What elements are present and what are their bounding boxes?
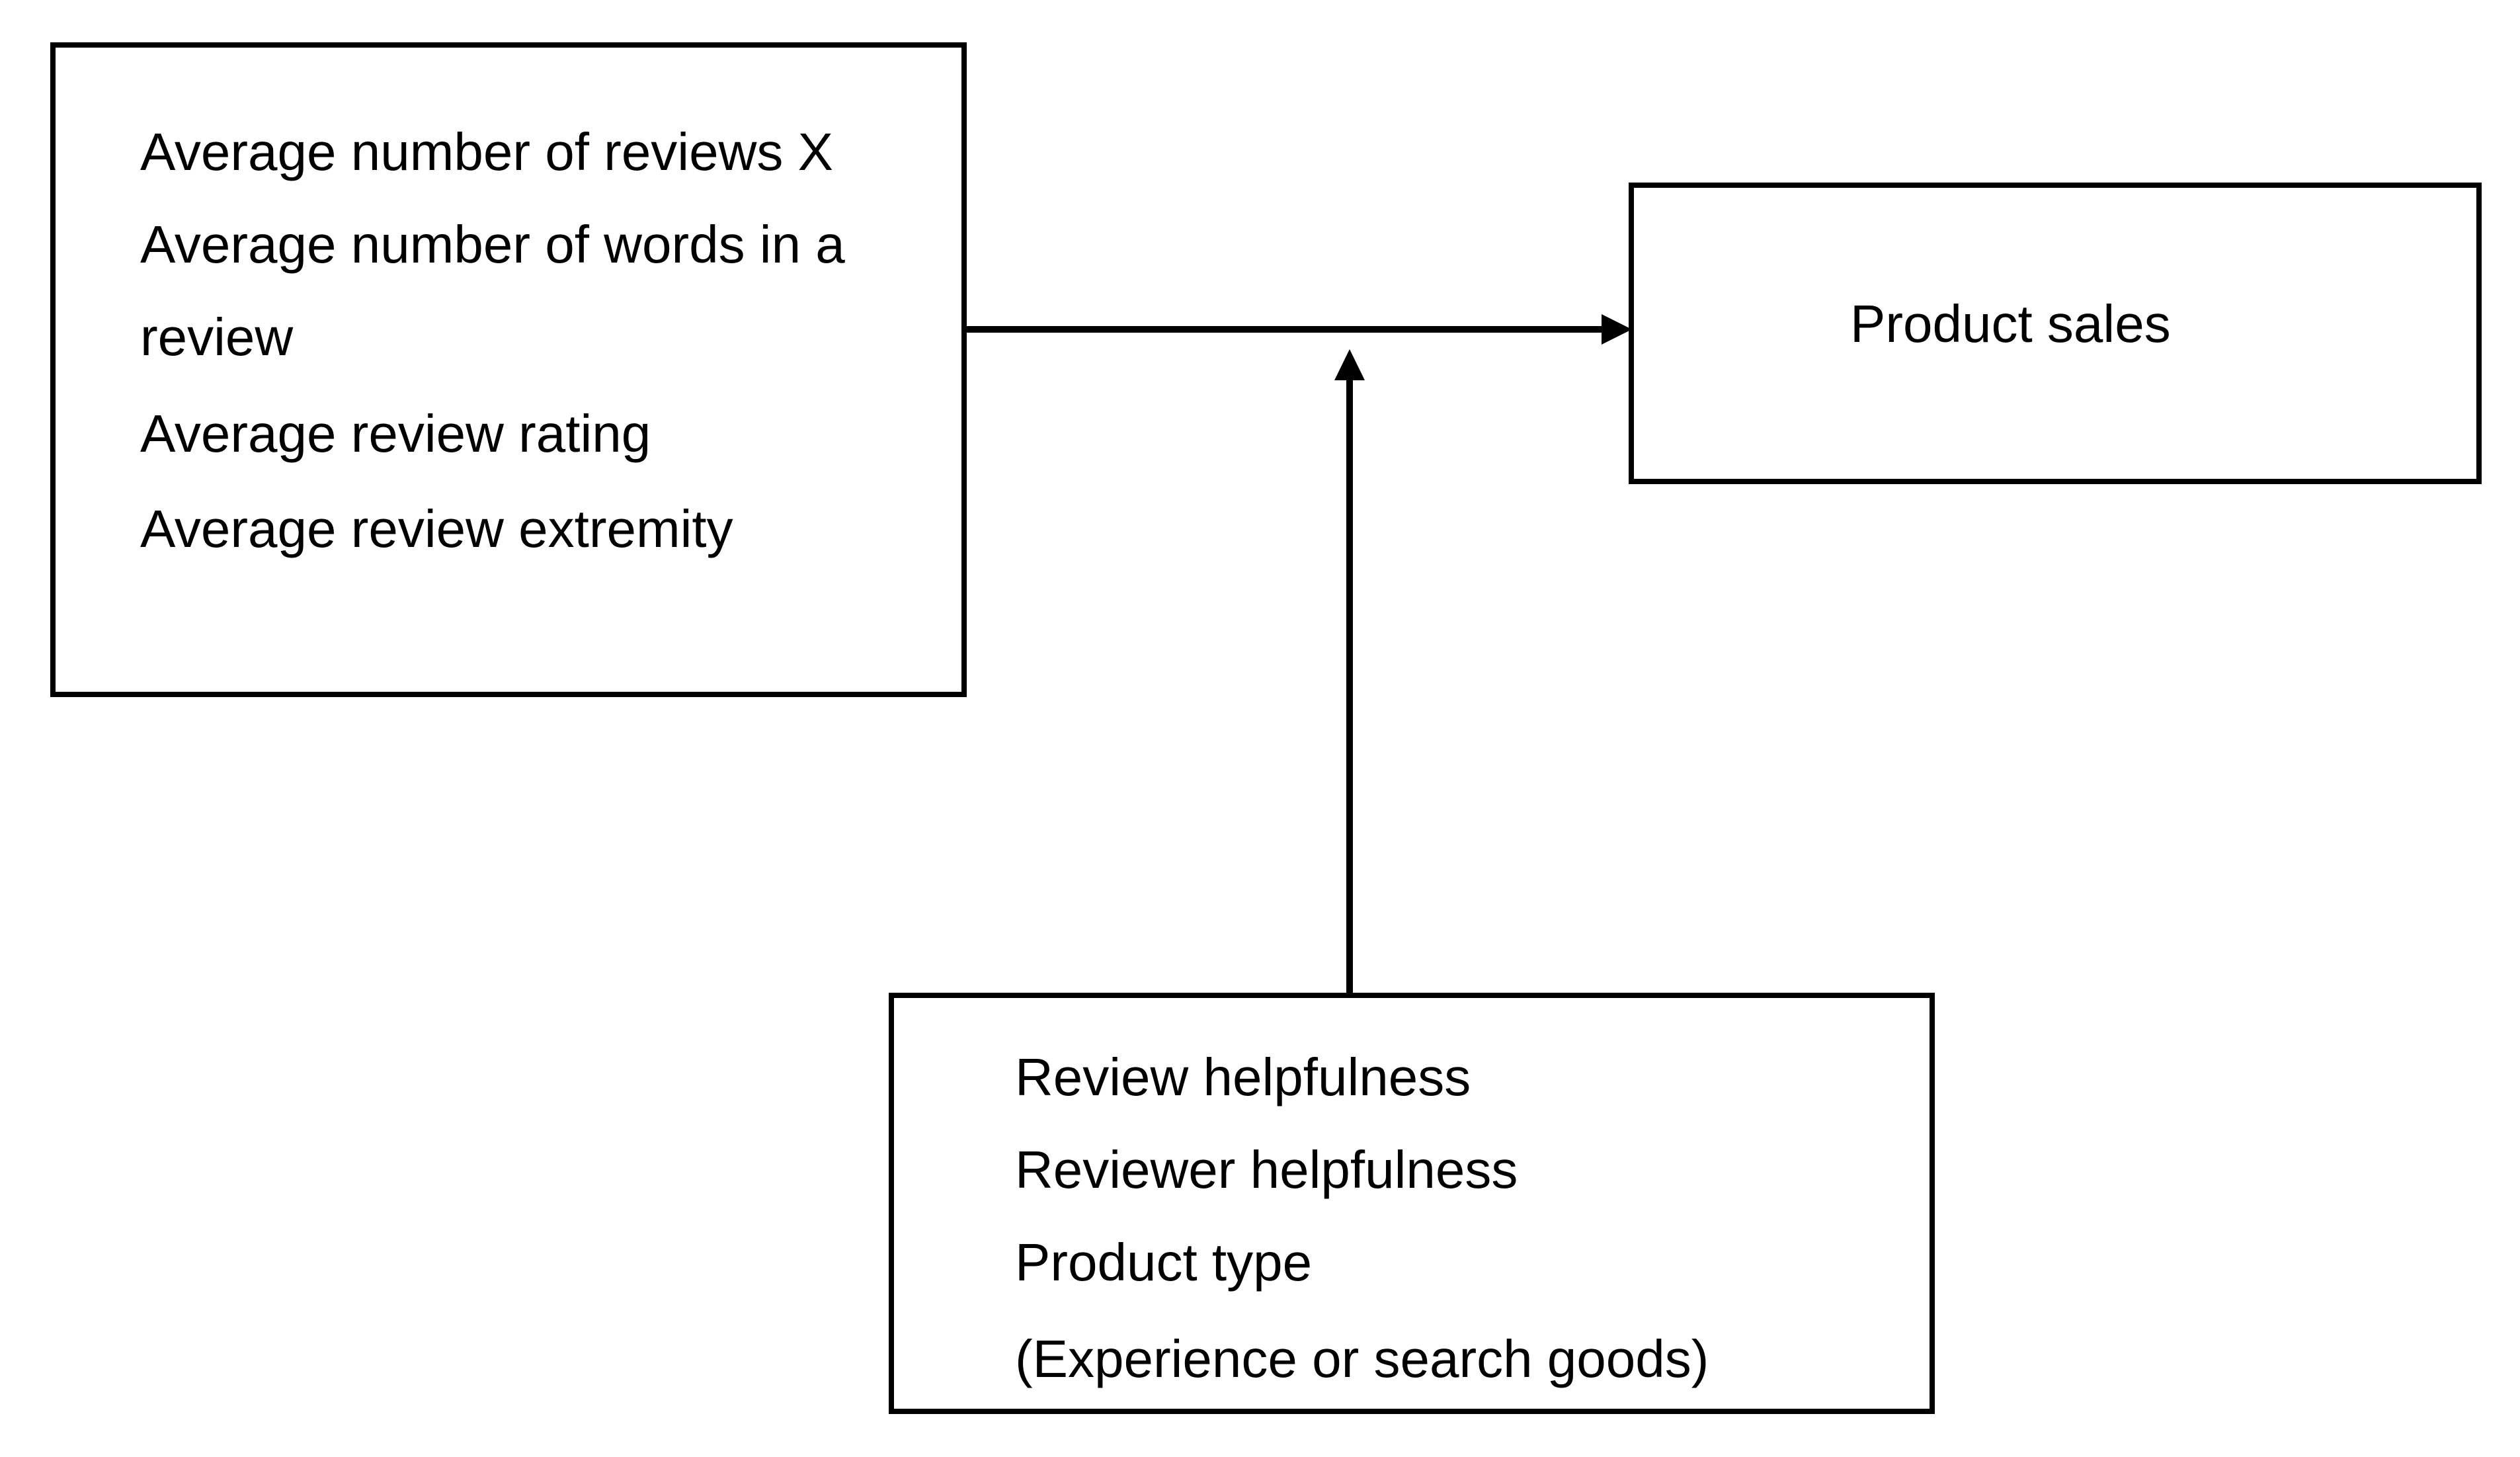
predictor-item: Average review rating [140,404,651,463]
outcome-label: Product sales [1850,294,2171,353]
moderator-item: Product type [1015,1233,1313,1292]
predictors-box: Average number of reviews X Average numb… [50,42,967,697]
predictor-item: review [140,308,294,366]
predictor-to-sales-arrowhead [1602,314,1632,345]
moderators-box: Review helpfulness Reviewer helpfulness … [889,993,1935,1414]
moderator-item: Review helpfulness [1015,1048,1471,1106]
predictor-item: Average number of words in a [140,215,845,274]
moderator-item: (Experience or search goods) [1015,1329,1709,1388]
predictor-item: Average number of reviews X [140,122,833,181]
outcome-box: Product sales [1629,183,2482,484]
predictor-item: Average review extremity [140,499,733,558]
moderator-arrowhead [1334,349,1365,380]
moderator-item: Reviewer helpfulness [1015,1140,1518,1199]
